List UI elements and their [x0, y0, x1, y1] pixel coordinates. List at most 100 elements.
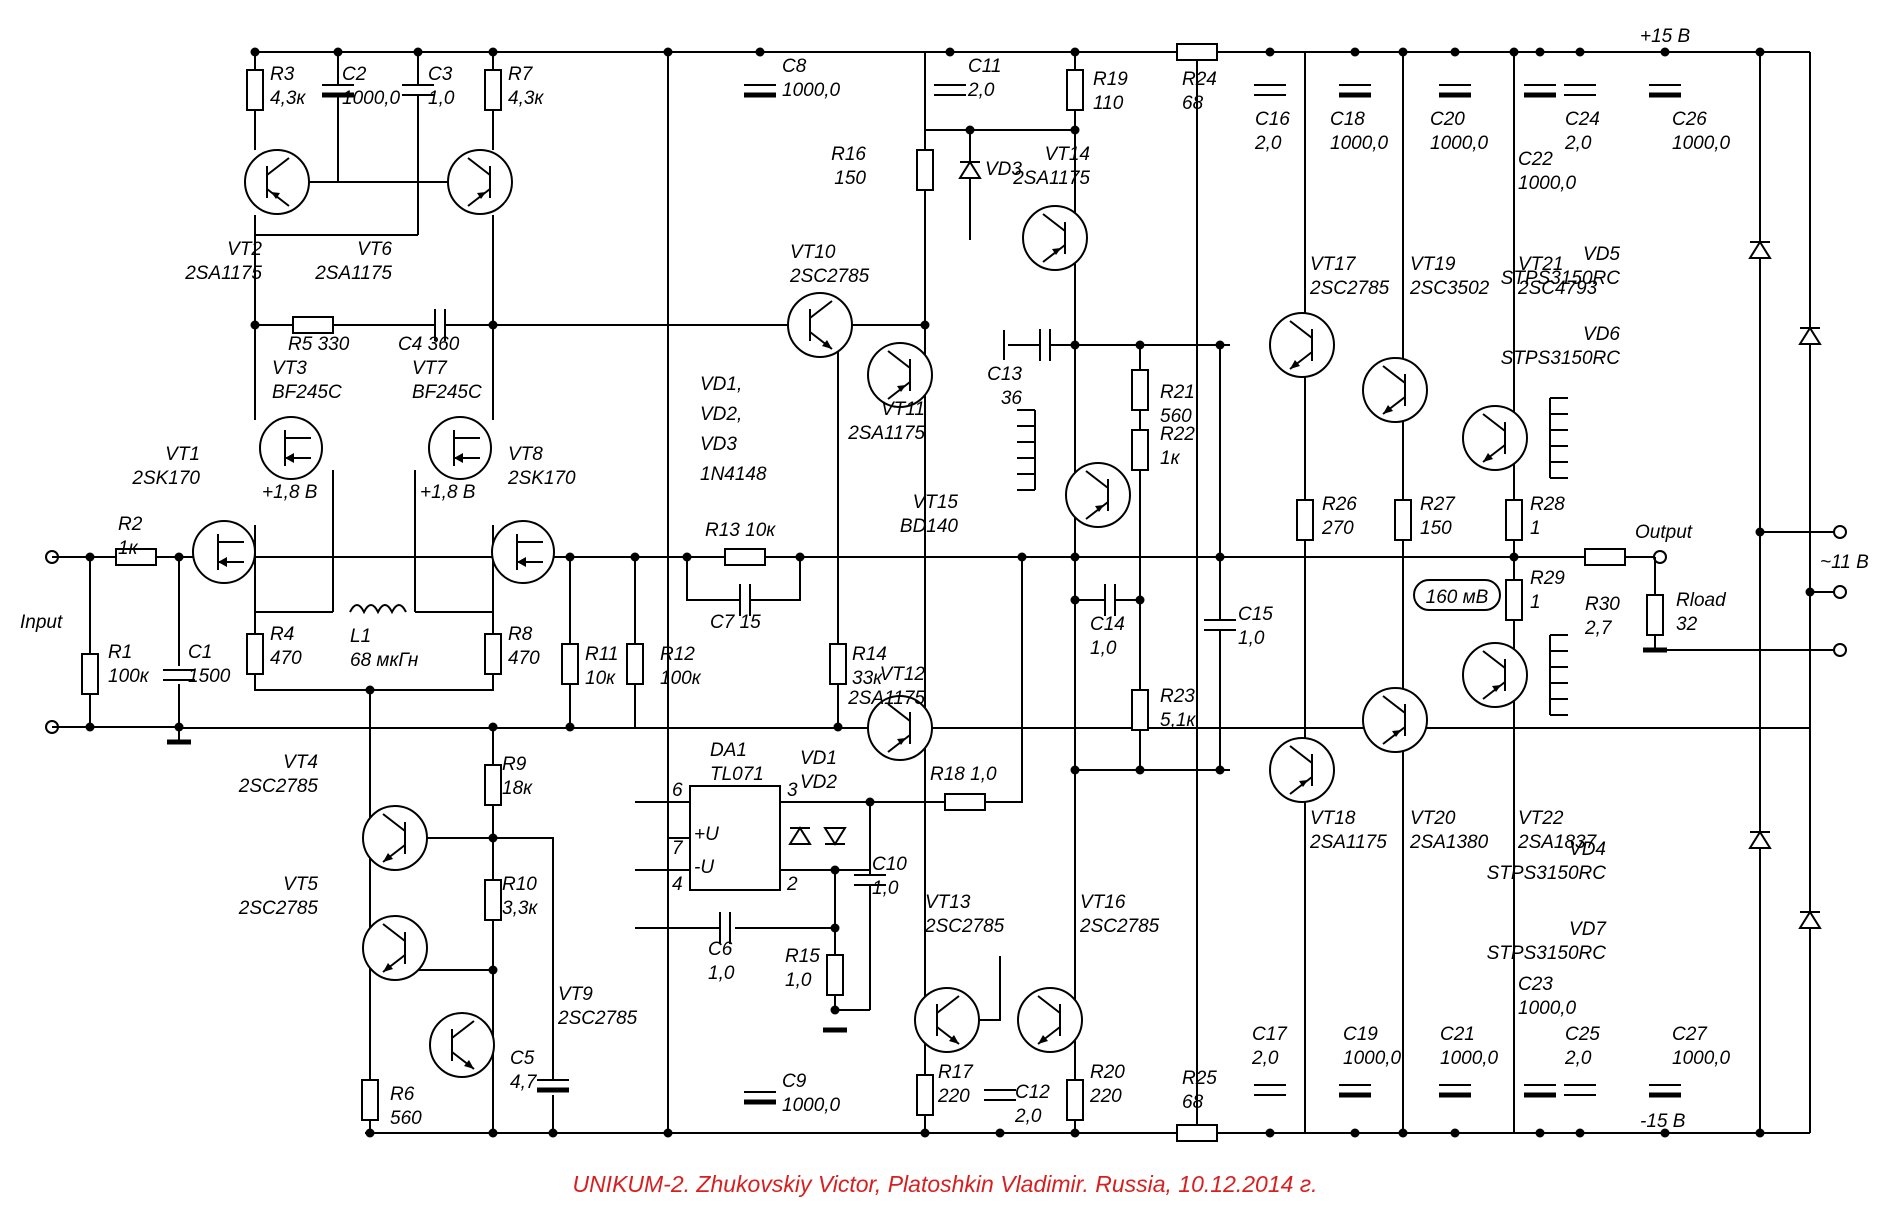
label-p4: 4	[672, 874, 683, 895]
label-line: C26	[1672, 109, 1707, 130]
label-line: Rload	[1676, 590, 1727, 611]
C2	[322, 84, 354, 98]
label-line: C11	[968, 56, 1001, 77]
label-line: 7	[672, 838, 684, 859]
label-line: R13 10к	[705, 520, 776, 541]
label-line: 3,3к	[502, 898, 538, 919]
junction-dot	[920, 1128, 930, 1138]
label-line: 1,0	[1090, 638, 1117, 659]
junction-dot	[1070, 47, 1080, 57]
VT18	[1269, 737, 1335, 803]
diode-note-line: VD2,	[700, 404, 742, 425]
label-line: C12	[1015, 1082, 1050, 1103]
rail-positive: +15 В	[1640, 26, 1691, 47]
terminal	[1833, 525, 1847, 539]
label-line: 1000,0	[1430, 133, 1489, 154]
label-line: VT22	[1518, 808, 1564, 829]
heatsink	[1549, 634, 1568, 716]
label-line: 2	[786, 874, 798, 895]
C16	[1254, 84, 1286, 96]
label-line: 2SK170	[507, 468, 576, 489]
label-p7: 7	[672, 838, 684, 859]
label-line: 2SC2785	[789, 266, 870, 287]
label-line: 1,0	[708, 963, 735, 984]
label-line: 2SC2785	[238, 898, 319, 919]
label-line: R3	[270, 64, 295, 85]
R18	[944, 793, 986, 811]
junction-dot	[1450, 1128, 1460, 1138]
label-line: C25	[1565, 1024, 1600, 1045]
label-line: 1к	[1160, 448, 1181, 469]
label-vd3: VD3	[985, 159, 1022, 180]
wire	[254, 674, 494, 691]
C3	[402, 84, 434, 96]
junction-dot	[1755, 527, 1765, 537]
VT2	[244, 149, 310, 215]
label-line: 1000,0	[1672, 133, 1731, 154]
junction-dot	[795, 552, 805, 562]
R17	[916, 1074, 934, 1116]
label-line: 5,1к	[1160, 710, 1196, 731]
label-line: 2SA1175	[184, 263, 262, 284]
heatsink	[1017, 409, 1036, 491]
C11	[934, 84, 966, 96]
label-line: C17	[1252, 1024, 1288, 1045]
label-line: 2SC2785	[1079, 916, 1160, 937]
junction-dot	[682, 552, 692, 562]
C22	[1524, 84, 1556, 98]
label-line: C15	[1238, 604, 1273, 625]
junction-dot	[365, 1128, 375, 1138]
R7	[484, 69, 502, 111]
label-line: 2,7	[1584, 618, 1613, 639]
junction-dot	[548, 1128, 558, 1138]
label-line: VT4	[283, 752, 318, 773]
R14	[829, 643, 847, 685]
label-line: C9	[782, 1071, 807, 1092]
label-line: -U	[694, 857, 714, 878]
label-line: 1	[1530, 592, 1541, 613]
label-line: TL071	[710, 764, 764, 785]
C14	[1104, 584, 1116, 616]
label-line: C19	[1343, 1024, 1378, 1045]
label-line: R4	[270, 624, 294, 645]
label-line: 150	[1420, 518, 1452, 539]
label-line: R23	[1160, 686, 1195, 707]
label-line: 2SC2785	[238, 776, 319, 797]
VT3	[259, 416, 323, 480]
label-line: R18 1,0	[930, 764, 997, 785]
C19	[1339, 1084, 1371, 1098]
VT1	[192, 520, 256, 584]
label-r23: R23 5,1к	[1160, 686, 1196, 731]
label-line: VT19	[1410, 254, 1456, 275]
label-line: R9	[502, 754, 527, 775]
junction-dot	[565, 552, 575, 562]
label-line: +U	[694, 824, 719, 845]
label-line: C2	[342, 64, 367, 85]
VT7	[428, 416, 492, 480]
diode-note-line: VD1,	[700, 374, 742, 395]
label-line: STPS3150RC	[1487, 943, 1607, 964]
label-line: 1000,0	[1518, 173, 1577, 194]
label-line: 2SA1175	[847, 688, 925, 709]
junction-dot	[663, 47, 673, 57]
label-line: STPS3150RC	[1501, 348, 1621, 369]
junction-dot	[1450, 47, 1460, 57]
label-line: 18к	[502, 778, 533, 799]
label-line: 560	[390, 1108, 422, 1129]
junction-dot	[945, 47, 955, 57]
label-r13: R13 10к	[705, 520, 776, 541]
